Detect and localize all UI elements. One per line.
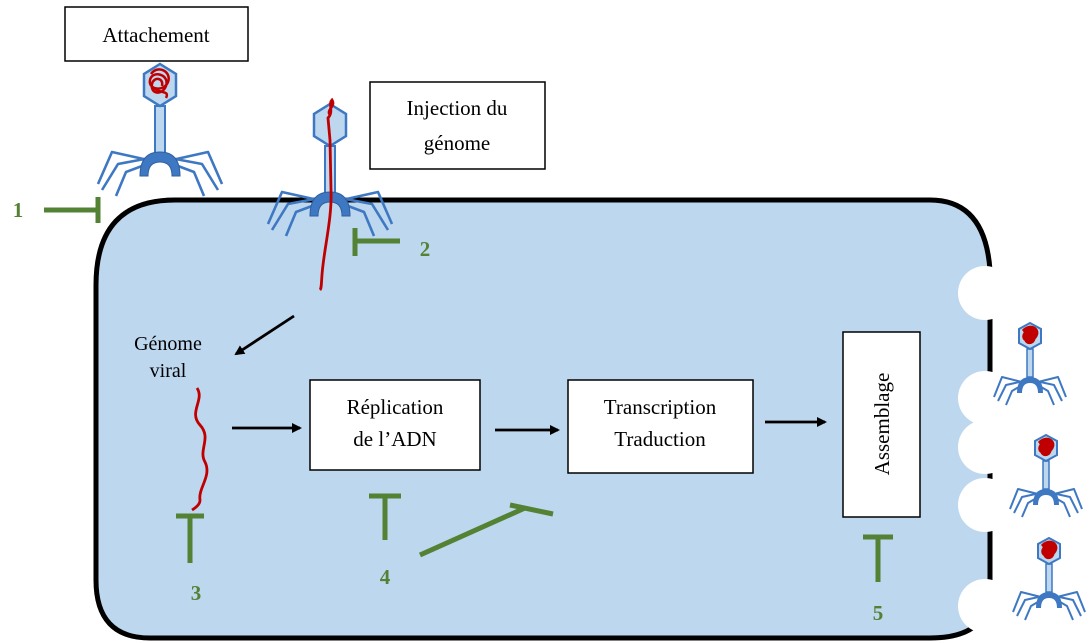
injected-dna (318, 97, 335, 291)
assemblage-label: Assemblage (870, 373, 894, 476)
injection-box: Injection du génome (369, 81, 546, 170)
traduction-label: Traduction (614, 427, 706, 451)
viral-genome-dna (191, 387, 209, 512)
inhibitor-label-5: 5 (873, 601, 884, 625)
released-phage-3 (1011, 536, 1087, 622)
replication-box: Réplication de l’ADN (309, 379, 481, 471)
replication-label-line1: Réplication (347, 395, 444, 419)
replication-label-line2: de l’ADN (353, 427, 436, 451)
attachement-box: Attachement (64, 6, 249, 62)
genome-label-line1: Génome (134, 333, 202, 355)
inhibitor-label-2: 2 (420, 237, 431, 261)
bacterial-cell (93, 197, 993, 641)
phage-attaching (96, 62, 224, 198)
inhibitor-4-replication (369, 493, 401, 540)
transcription-label: Transcription (604, 395, 717, 419)
inhibitor-3 (176, 513, 204, 563)
inhibitor-5 (863, 534, 893, 582)
inhibitor-2 (352, 228, 400, 256)
injection-label-line2: génome (424, 131, 490, 155)
genome-label-line2: viral (150, 360, 187, 382)
inhibitor-label-1: 1 (13, 198, 24, 222)
inhibitor-4-transcription (418, 502, 554, 558)
inhibitor-label-3: 3 (191, 581, 202, 605)
arrow-to-genome (234, 314, 295, 356)
inhibitor-1 (44, 197, 101, 223)
assemblage-box: Assemblage (842, 331, 921, 518)
transcription-box: Transcription Traduction (567, 379, 754, 474)
released-phage-2 (1008, 433, 1084, 519)
inhibitor-label-4: 4 (380, 565, 391, 589)
attachement-label: Attachement (102, 23, 209, 47)
injection-label-line1: Injection du (407, 96, 508, 120)
